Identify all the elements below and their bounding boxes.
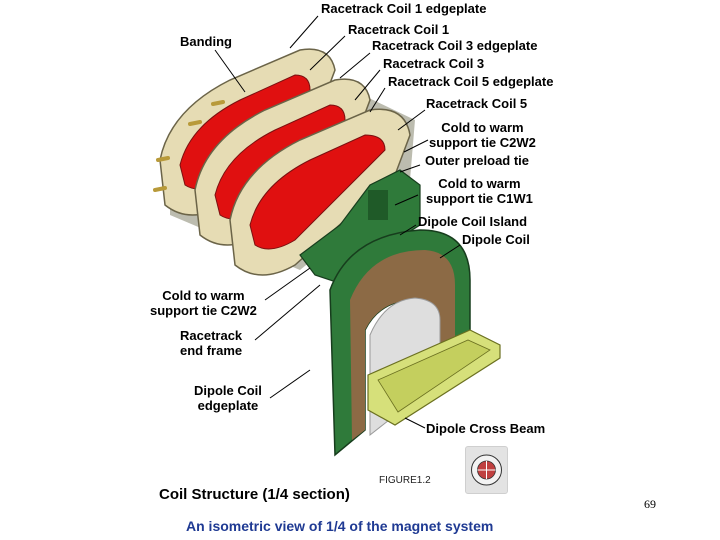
label-racetrack-end-frame-line1: Racetrack [180,328,243,343]
label-racetrack-end-frame-line2: end frame [180,343,243,358]
label-dipole-coil-edgeplate-line1: Dipole Coil [194,383,262,398]
racetrack-coil-5 [229,108,411,276]
label-racetrack-coil-3-edgeplate: Racetrack Coil 3 edgeplate [372,38,538,53]
label-c2w2-top-line2: support tie C2W2 [429,135,536,150]
label-racetrack-coil-3: Racetrack Coil 3 [383,56,485,71]
label-c2w2-top: Cold to warm support tie C2W2 [429,120,536,150]
label-dipole-coil-edgeplate-line2: edgeplate [197,398,259,413]
label-c1w1-line2: support tie C1W1 [426,191,533,206]
page-subtitle: An isometric view of 1/4 of the magnet s… [186,518,494,534]
figure-caption: FIGURE1.2 [379,475,431,486]
label-c1w1: Cold to warm support tie C1W1 [426,176,533,206]
label-c2w2-top-line1: Cold to warm [441,120,524,135]
label-dipole-coil-edgeplate: Dipole Coil edgeplate [194,383,262,413]
label-c1w1-line1: Cold to warm [438,176,521,191]
support-structure [299,169,421,286]
label-c2w2-left: Cold to warm support tie C2W2 [150,288,257,318]
label-banding: Banding [180,34,232,49]
org-logo [465,446,508,494]
label-racetrack-coil-5: Racetrack Coil 5 [426,96,528,111]
page-number: 69 [644,497,656,511]
leader-lines [214,15,461,429]
label-racetrack-coil-5-edgeplate: Racetrack Coil 5 edgeplate [388,74,554,89]
label-c2w2-left-line2: support tie C2W2 [150,303,257,318]
label-outer-preload-tie: Outer preload tie [425,153,530,168]
racetrack-coil-assembly [153,48,415,276]
label-racetrack-coil-1-edgeplate: Racetrack Coil 1 edgeplate [321,1,487,16]
label-racetrack-end-frame: Racetrack end frame [180,328,242,358]
label-dipole-coil-island: Dipole Coil Island [418,214,528,229]
page-title: Coil Structure (1/4 section) [159,486,350,503]
label-dipole-cross-beam: Dipole Cross Beam [426,421,546,436]
label-c2w2-left-line1: Cold to warm [162,288,245,303]
banding-studs [153,100,225,192]
dipole-cross-beam [367,329,501,426]
globe-logo-icon [471,454,502,486]
label-racetrack-coil-1: Racetrack Coil 1 [348,22,450,37]
label-dipole-coil: Dipole Coil [462,232,530,247]
